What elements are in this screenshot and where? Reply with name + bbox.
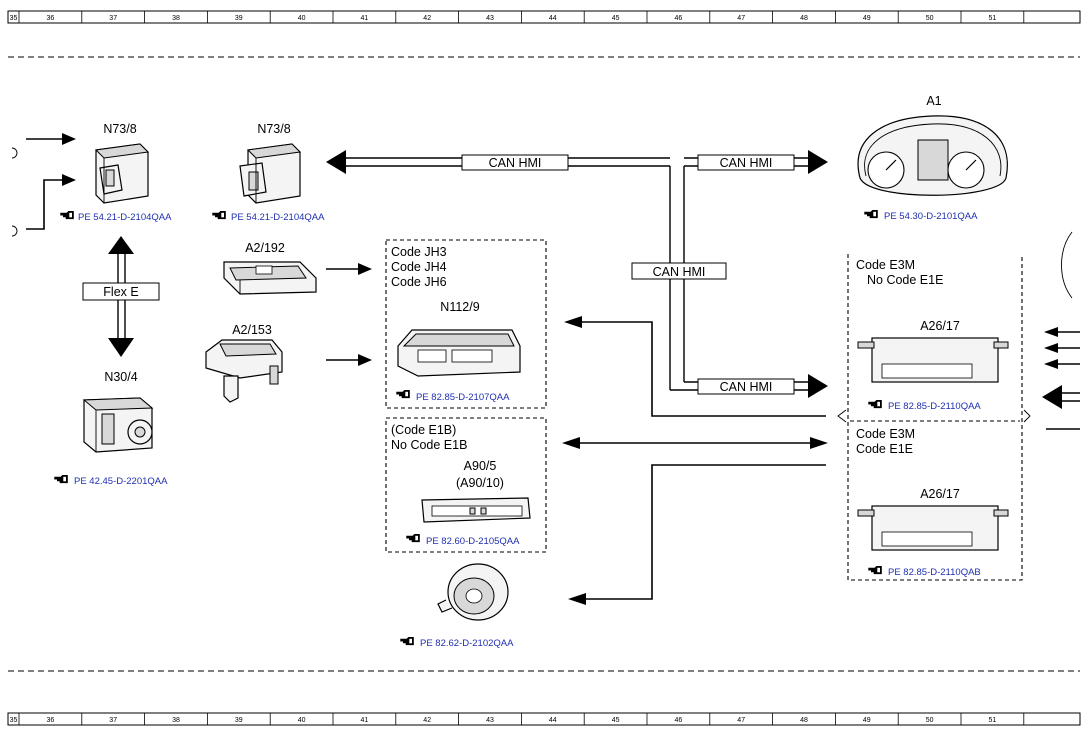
n112-9-code-box: Code JH3 Code JH4 Code JH6 N112/9 PE 82.… [385, 239, 547, 409]
bottom-ruler-number: 44 [549, 717, 557, 724]
e3m-top-code-1: Code E3M [856, 258, 915, 272]
bottom-ruler-number: 48 [800, 717, 808, 724]
right-code-bracket [837, 254, 1031, 581]
bottom-ruler-number: 35 [10, 717, 18, 724]
pointing-hand-icon [60, 211, 74, 220]
a1-instrument-cluster: A1 PE 54.30-D-2101QAA [857, 94, 1008, 222]
bottom-ruler-number: 51 [989, 717, 997, 724]
top-ruler-number: 48 [800, 15, 808, 22]
a26-17-bottom-ref: PE 82.85-D-2110QAB [888, 567, 981, 578]
top-ruler-number: 44 [549, 15, 557, 22]
left-input-wires [11, 133, 76, 237]
a90-5-label: A90/5 [464, 459, 497, 473]
bottom-ruler-number: 46 [675, 717, 683, 724]
pointing-hand-icon [406, 534, 420, 543]
n30-4-ref: PE 42.45-D-2201QAA [74, 476, 168, 487]
a26-17-top-box: Code E3M No Code E1E A26/17 PE 82.85-D-2… [856, 258, 1009, 412]
a2-192-label: A2/192 [245, 241, 285, 255]
a1-ref: PE 54.30-D-2101QAA [884, 211, 978, 222]
a26-17-bottom-box: Code E3M Code E1E A26/17 PE 82.85-D-2110… [856, 427, 1009, 578]
pointing-hand-icon [212, 211, 226, 220]
pointing-hand-icon [54, 475, 68, 484]
a26-17-top-label: A26/17 [920, 319, 960, 333]
top-ruler-number: 40 [298, 15, 306, 22]
bottom-ruler-number: 37 [109, 717, 117, 724]
bottom-ruler: 35 36 37 38 39 40 41 42 43 44 45 46 47 48 49 50 51 [7, 712, 1081, 726]
bottom-ruler-number: 40 [298, 717, 306, 724]
n30-4-unit: N30/4 PE 42.45-D-2201QAA [54, 370, 168, 487]
n73-8-switch-left: N73/8 PE 54.21-D-2104QAA [60, 122, 172, 223]
right-edge-wires [1042, 231, 1080, 430]
top-ruler-number: 45 [612, 15, 620, 22]
speaker-ref: PE 82.62-D-2102QAA [420, 638, 514, 649]
top-ruler-number: 38 [172, 15, 180, 22]
bottom-ruler-number: 43 [486, 717, 494, 724]
top-ruler-number: 49 [863, 15, 871, 22]
e3m-bottom-code-2: Code E1E [856, 442, 913, 456]
flex-e-connection: Flex E [82, 236, 160, 357]
top-ruler-number: 41 [361, 15, 369, 22]
bottom-ruler-number: 50 [926, 717, 934, 724]
n73-8-left-ref: PE 54.21-D-2104QAA [78, 212, 172, 223]
n30-4-label: N30/4 [104, 370, 137, 384]
top-ruler-number: 50 [926, 15, 934, 22]
speaker-unit: PE 82.62-D-2102QAA [400, 563, 514, 649]
top-ruler-number: 42 [423, 15, 431, 22]
can-hmi-right-label: CAN HMI [720, 156, 773, 170]
e3m-bottom-code-1: Code E3M [856, 427, 915, 441]
e1b-code-2: No Code E1B [391, 438, 467, 452]
bottom-ruler-number: 36 [47, 717, 55, 724]
top-ruler-number: 47 [737, 15, 745, 22]
a2-153-label: A2/153 [232, 323, 272, 337]
n112-9-label: N112/9 [440, 300, 479, 314]
pointing-hand-icon [868, 400, 882, 409]
pointing-hand-icon [400, 637, 414, 646]
can-hmi-left-label: CAN HMI [489, 156, 542, 170]
jh-code-3: Code JH6 [391, 275, 447, 289]
pointing-hand-icon [868, 566, 882, 575]
can-hmi-mid-label: CAN HMI [653, 265, 706, 279]
bottom-ruler-number: 47 [737, 717, 745, 724]
a26-17-bottom-label: A26/17 [920, 487, 960, 501]
bottom-ruler-number: 38 [172, 717, 180, 724]
jh-code-1: Code JH3 [391, 245, 447, 259]
n112-9-ref: PE 82.85-D-2107QAA [416, 392, 510, 403]
top-ruler-number: 43 [486, 15, 494, 22]
a90-10-label: (A90/10) [456, 476, 504, 490]
bottom-ruler-number: 49 [863, 717, 871, 724]
top-ruler-number: 37 [109, 15, 117, 22]
a90-5-ref: PE 82.60-D-2105QAA [426, 536, 520, 547]
bottom-ruler-number: 39 [235, 717, 243, 724]
n73-8-right-ref: PE 54.21-D-2104QAA [231, 212, 325, 223]
flex-e-label: Flex E [103, 285, 138, 299]
a2-153-module: A2/153 [205, 323, 372, 403]
bottom-ruler-number: 42 [423, 717, 431, 724]
a26-17-top-ref: PE 82.85-D-2110QAA [888, 401, 981, 412]
top-ruler-number: 35 [10, 15, 18, 22]
a2-192-module: A2/192 [223, 241, 372, 295]
n73-8-left-label: N73/8 [103, 122, 136, 136]
n73-8-switch-right: N73/8 PE 54.21-D-2104QAA [212, 122, 325, 223]
e1b-code-1: (Code E1B) [391, 423, 456, 437]
jh-code-2: Code JH4 [391, 260, 447, 274]
a1-label: A1 [926, 94, 941, 108]
bottom-ruler-number: 45 [612, 717, 620, 724]
pointing-hand-icon [396, 390, 410, 399]
pointing-hand-icon [864, 210, 878, 219]
can-hmi-bus: CAN HMI CAN HMI CAN HMI CAN HMI [326, 150, 828, 398]
n73-8-right-label: N73/8 [257, 122, 290, 136]
top-ruler-number: 46 [675, 15, 683, 22]
bottom-ruler-number: 41 [361, 717, 369, 724]
top-ruler-number: 51 [989, 15, 997, 22]
signal-wires [562, 316, 828, 605]
a90-5-code-box: (Code E1B) No Code E1B A90/5 (A90/10) PE… [385, 417, 547, 553]
can-hmi-low-label: CAN HMI [720, 380, 773, 394]
top-ruler-number: 36 [47, 15, 55, 22]
top-ruler-number: 39 [235, 15, 243, 22]
e3m-top-code-2: No Code E1E [867, 273, 943, 287]
top-ruler: 35 36 37 38 39 40 41 42 43 44 45 46 47 48 49 50 51 [7, 10, 1081, 24]
